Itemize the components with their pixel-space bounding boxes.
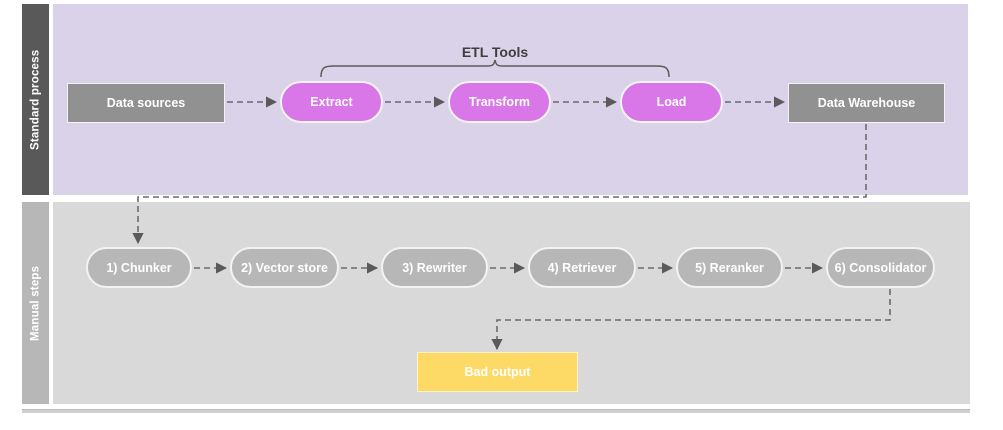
node-retriever[interactable]: 4) Retriever xyxy=(528,247,636,288)
etl-tools-brace xyxy=(320,59,670,78)
node-vector-store[interactable]: 2) Vector store xyxy=(230,247,339,288)
etl-tools-label: ETL Tools xyxy=(461,44,529,60)
edge-consolidator-bad-output xyxy=(491,289,891,351)
node-rewriter-label: 3) Rewriter xyxy=(402,260,467,275)
node-bad-output[interactable]: Bad output xyxy=(417,352,578,392)
node-retriever-label: 4) Retriever xyxy=(547,260,617,275)
node-rewriter[interactable]: 3) Rewriter xyxy=(381,247,488,288)
node-transform-label: Transform xyxy=(468,95,531,109)
node-data-sources[interactable]: Data sources xyxy=(67,83,225,123)
node-reranker[interactable]: 5) Reranker xyxy=(676,247,783,288)
edge-data-warehouse-chunker xyxy=(132,124,867,245)
node-extract[interactable]: Extract xyxy=(280,81,383,123)
node-consolidator[interactable]: 6) Consolidator xyxy=(826,247,935,288)
node-extract-label: Extract xyxy=(310,95,353,109)
node-reranker-label: 5) Reranker xyxy=(695,260,764,275)
node-bad-output-label: Bad output xyxy=(464,365,531,379)
node-transform[interactable]: Transform xyxy=(448,81,551,123)
node-data-warehouse[interactable]: Data Warehouse xyxy=(788,83,945,123)
node-data-sources-label: Data sources xyxy=(106,96,186,110)
node-data-warehouse-label: Data Warehouse xyxy=(817,96,916,110)
bottom-divider xyxy=(22,409,970,413)
node-load[interactable]: Load xyxy=(620,81,723,123)
node-chunker[interactable]: 1) Chunker xyxy=(86,247,192,288)
node-vector-store-label: 2) Vector store xyxy=(241,260,328,275)
node-chunker-label: 1) Chunker xyxy=(106,260,172,275)
node-consolidator-label: 6) Consolidator xyxy=(834,260,927,275)
node-load-label: Load xyxy=(656,95,687,109)
